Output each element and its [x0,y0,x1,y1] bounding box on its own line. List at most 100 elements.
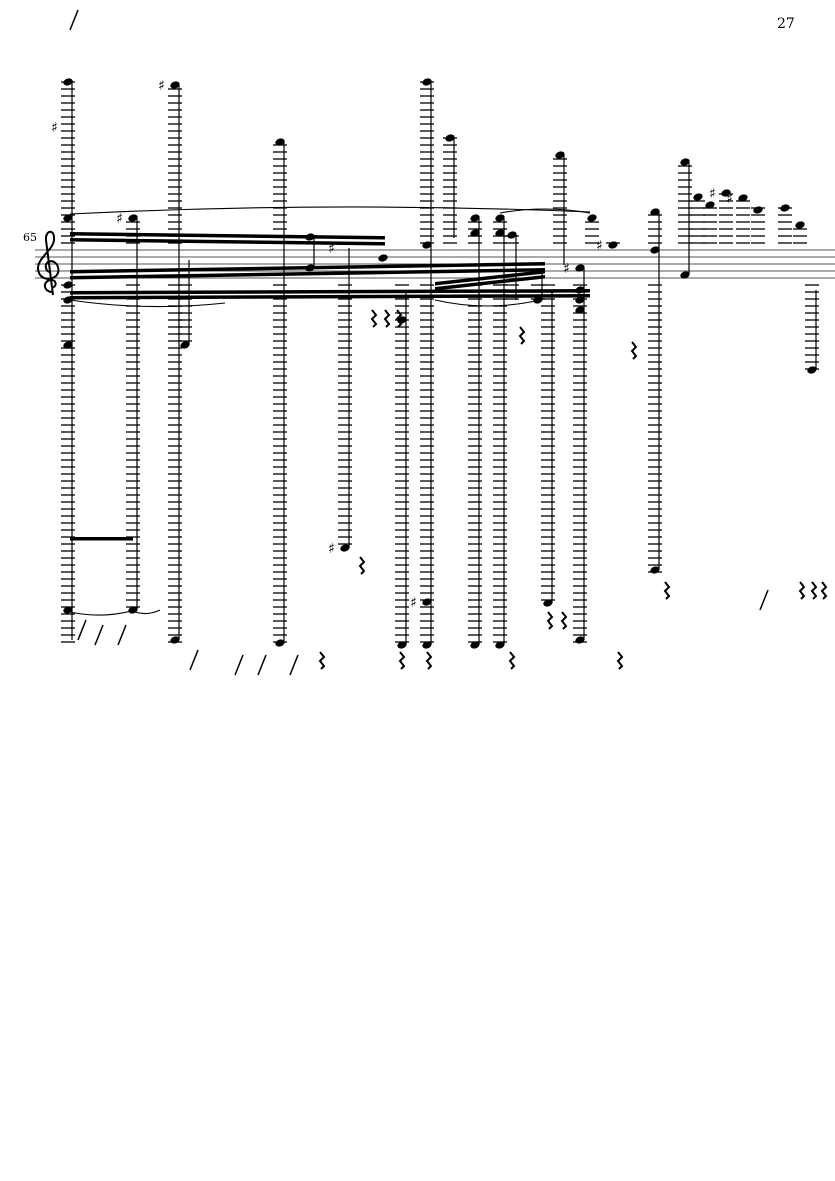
notehead [63,296,73,304]
beam [70,238,385,246]
notehead [422,641,432,649]
quarter-rest-icon [798,581,806,600]
flag-mark [257,654,267,676]
notehead [543,599,553,607]
notehead [575,296,585,304]
quarter-rest-icon [616,651,624,670]
notehead [555,151,565,159]
flag-mark [289,654,299,676]
quarter-rest-icon [425,651,433,670]
notehead [721,189,731,197]
flag-mark [189,649,199,671]
notehead [470,214,480,222]
page-number: 27 [777,16,795,32]
flag-mark [77,619,87,641]
quarter-rest-icon [560,611,568,630]
quarter-rest-icon [358,556,366,575]
quarter-rest-icon [318,651,326,670]
notehead [495,214,505,222]
notehead [693,193,703,201]
notehead [170,636,180,644]
notehead [680,158,690,166]
notehead [753,206,763,214]
notehead [780,204,790,212]
notehead [795,221,805,229]
notehead [180,341,190,349]
sharp-icon: ♯ [709,186,716,202]
notehead [445,134,455,142]
sharp-icon: ♯ [563,261,570,277]
notehead [305,264,315,272]
notehead [63,341,73,349]
notehead [170,81,180,89]
slur [69,299,226,308]
notehead [807,366,817,374]
notehead [275,639,285,647]
sharp-icon: ♯ [51,120,58,136]
slur [69,609,136,616]
sharp-icon: ♯ [328,541,335,557]
quarter-rest-icon [810,581,818,600]
slur [134,609,161,615]
notehead [507,231,517,239]
notehead [422,598,432,606]
beam [70,294,590,300]
beam [435,270,545,286]
notehead [422,78,432,86]
beam [435,275,545,291]
notehead [650,246,660,254]
beam [70,232,385,240]
quarter-rest-icon [398,651,406,670]
quarter-rest-icon [663,581,671,600]
slur [499,208,591,214]
slur [69,206,591,215]
notehead [63,214,73,222]
quarter-rest-icon [370,309,378,328]
quarter-rest-icon [546,611,554,630]
sharp-icon: ♯ [410,595,417,611]
notehead [378,254,388,262]
flag-mark [759,589,769,611]
notehead [128,214,138,222]
measure-number: 65 [23,231,37,244]
slur [434,299,541,307]
sharp-icon: ♯ [328,241,335,257]
notehead [495,229,505,237]
notehead [470,229,480,237]
notehead [422,241,432,249]
beam [70,537,133,541]
flag-mark [69,9,79,31]
flag-mark [117,624,127,646]
notehead [397,641,407,649]
notehead [575,636,585,644]
notehead [680,271,690,279]
sharp-icon: ♯ [726,191,733,207]
quarter-rest-icon [395,309,403,328]
notehead [575,286,585,294]
sharp-icon: ♯ [158,78,165,94]
beam [70,289,590,295]
notehead [608,241,618,249]
flag-mark [94,624,104,646]
slurs [69,206,591,616]
treble-clef-icon [36,230,60,296]
quarter-rest-icon [518,326,526,345]
notes: ♯♯♯♯♯♯♯♯♯♯ [51,78,819,649]
notehead [650,566,660,574]
notehead [705,201,715,209]
notehead [470,641,480,649]
rests [69,9,828,676]
notehead [587,214,597,222]
sharp-icon: ♯ [116,211,123,227]
notehead [650,208,660,216]
quarter-rest-icon [383,309,391,328]
quarter-rest-icon [630,341,638,360]
notehead [340,544,350,552]
notehead [275,138,285,146]
notehead [575,306,585,314]
notehead [495,641,505,649]
flag-mark [234,654,244,676]
notehead [738,194,748,202]
notehead [305,233,315,241]
